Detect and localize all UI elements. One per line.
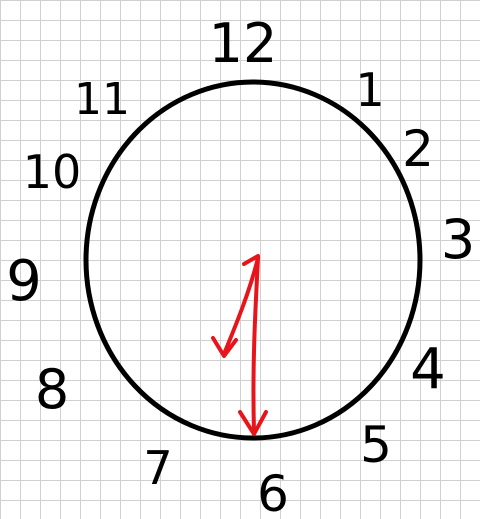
- hour-number-2: 2: [402, 120, 434, 178]
- hour-number-5: 5: [360, 416, 392, 474]
- hour-number-4: 4: [410, 337, 446, 402]
- hour-number-10: 10: [23, 145, 82, 199]
- hour-numbers: 12 1 2 3 4 5 6 7 8 9 10 11: [6, 12, 475, 519]
- hour-number-12: 12: [209, 12, 278, 75]
- hour-number-9: 9: [6, 249, 42, 314]
- hour-number-7: 7: [143, 441, 172, 495]
- hour-number-11: 11: [74, 74, 130, 125]
- clock-hands: [213, 256, 266, 434]
- hour-hand: [213, 256, 258, 356]
- minute-hand: [240, 258, 266, 434]
- hour-number-3: 3: [441, 208, 475, 271]
- hour-number-1: 1: [355, 63, 384, 117]
- hour-number-8: 8: [35, 358, 69, 421]
- hour-number-6: 6: [257, 465, 289, 519]
